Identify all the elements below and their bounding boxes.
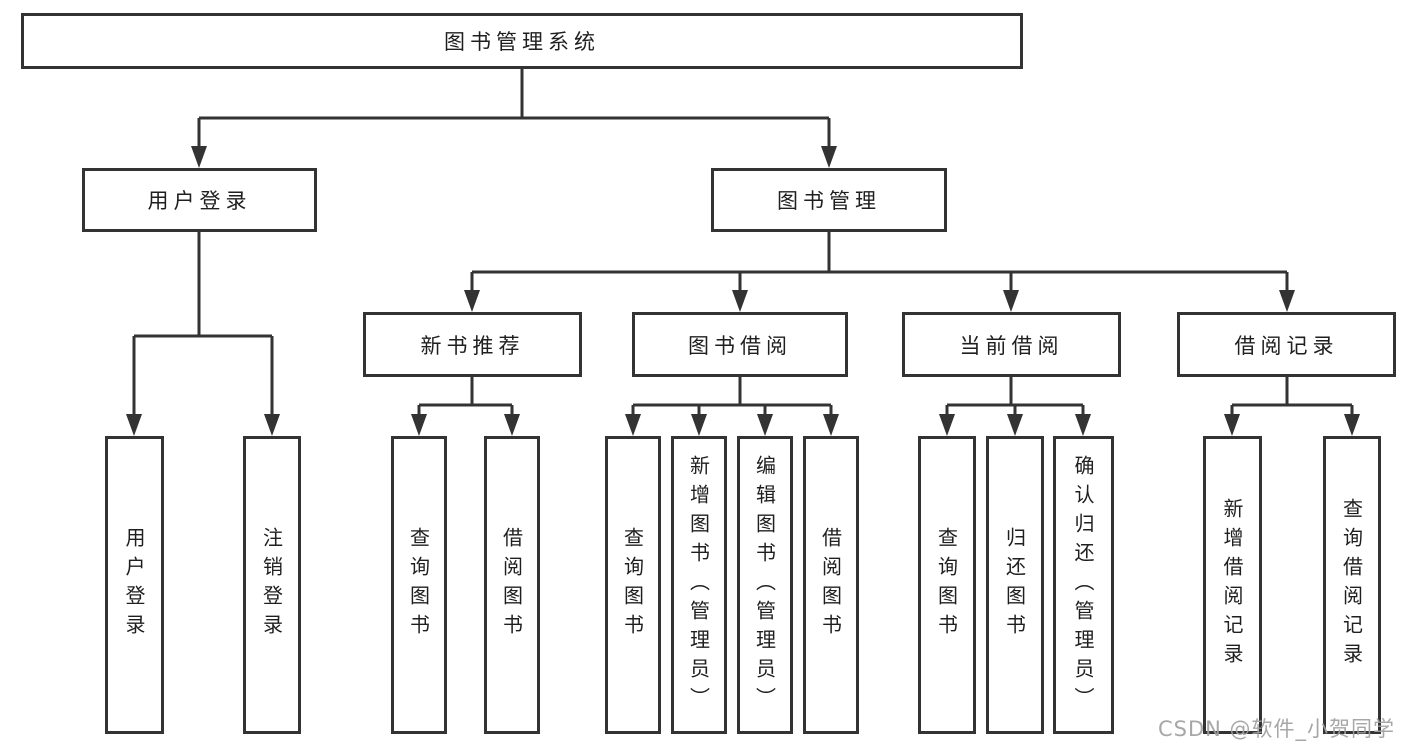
- leaf-recommend-query-books: 查询图书: [391, 436, 447, 734]
- node-library-management-system: 图书管理系统: [21, 13, 1023, 69]
- node-current-borrow: 当前借阅: [902, 312, 1121, 377]
- leaf-return-books: 归还图书: [986, 436, 1044, 734]
- node-book-management: 图书管理: [711, 168, 947, 232]
- csdn-watermark: CSDN @软件_小贺同学: [1158, 717, 1396, 741]
- leaf-logout: 注销登录: [243, 436, 301, 734]
- leaf-query-borrow-record: 查询借阅记录: [1323, 436, 1381, 734]
- leaf-borrow-books: 借阅图书: [803, 436, 859, 734]
- leaf-recommend-borrow-books: 借阅图书: [484, 436, 540, 734]
- leaf-add-books-admin: 新增图书（管理员）: [671, 436, 727, 734]
- node-new-book-recommend: 新书推荐: [363, 312, 582, 377]
- leaf-user-login: 用户登录: [105, 436, 164, 734]
- node-user-login: 用户登录: [82, 168, 317, 232]
- node-borrow-records: 借阅记录: [1177, 312, 1396, 377]
- node-book-borrow: 图书借阅: [632, 312, 848, 377]
- leaf-confirm-return-admin: 确认归还（管理员）: [1053, 436, 1114, 734]
- arrowheads: [126, 146, 1360, 436]
- connector-stems: [132, 69, 1354, 415]
- leaf-add-borrow-record: 新增借阅记录: [1203, 436, 1262, 734]
- leaf-edit-books-admin: 编辑图书（管理员）: [737, 436, 793, 734]
- leaf-current-query-books: 查询图书: [918, 436, 976, 734]
- leaf-borrow-query-books: 查询图书: [605, 436, 661, 734]
